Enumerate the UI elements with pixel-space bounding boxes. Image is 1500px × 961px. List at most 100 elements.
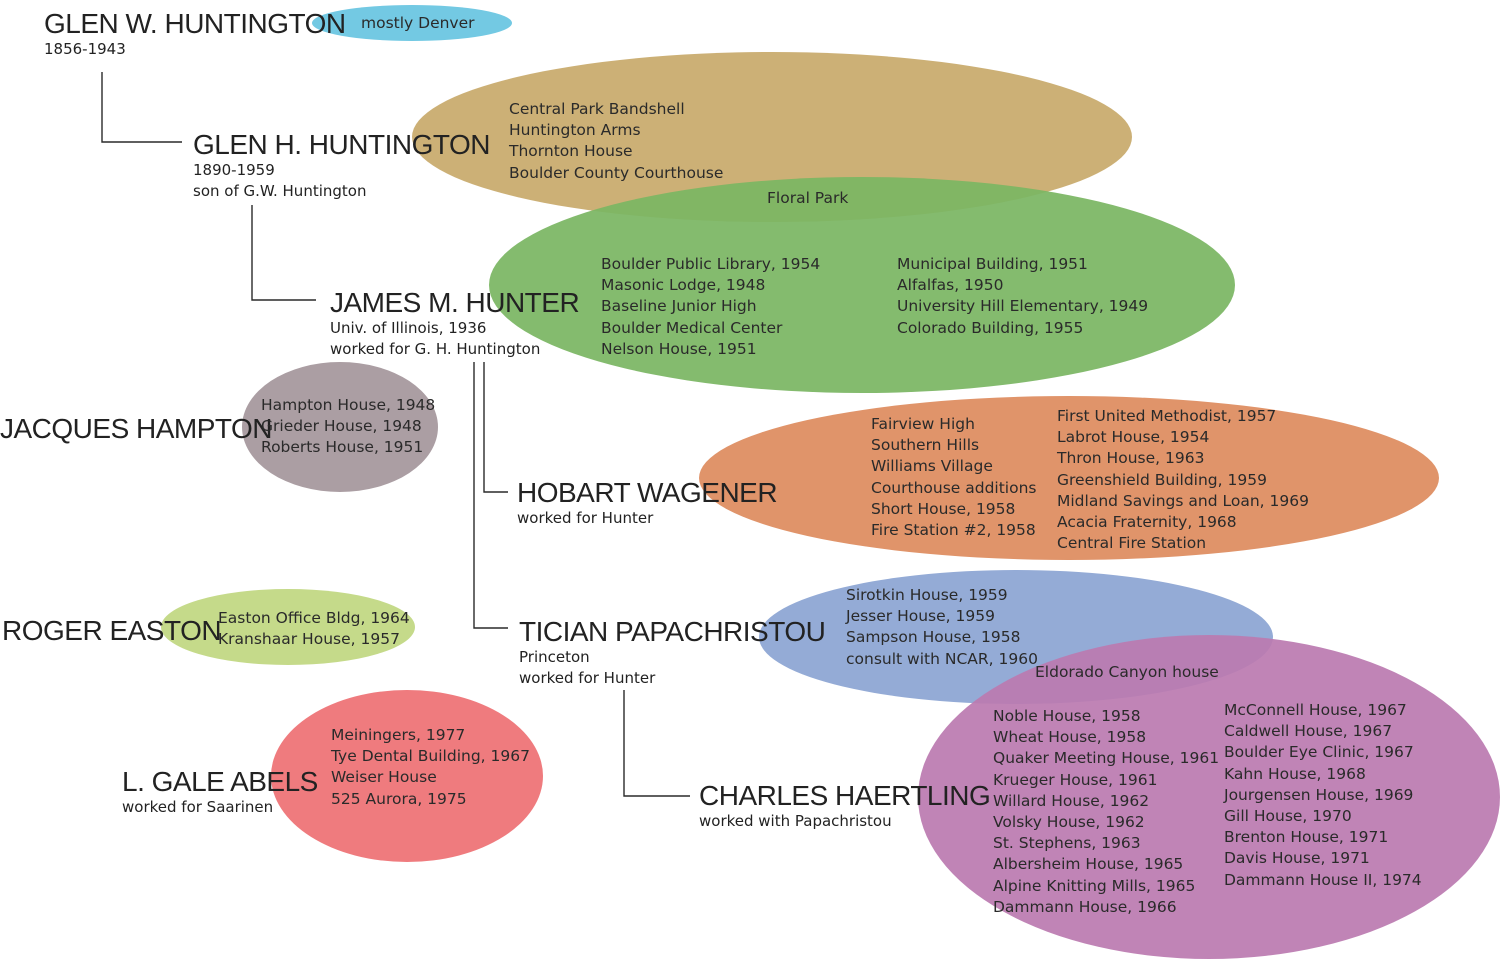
work-item: mostly Denver bbox=[361, 14, 475, 32]
work-item: Baseline Junior High bbox=[601, 297, 757, 316]
architect-hunter: JAMES M. HUNTER Univ. of Illinois, 1936 … bbox=[330, 287, 580, 360]
connector-hunter-to-papachristou bbox=[473, 362, 508, 629]
gh-huntington-works-list: Central Park Bandshell Huntington Arms T… bbox=[509, 99, 723, 184]
architect-name: L. GALE ABELS bbox=[122, 766, 318, 797]
architect-name: JACQUES HAMPTON bbox=[0, 413, 273, 444]
work-item: St. Stephens, 1963 bbox=[993, 834, 1141, 853]
work-item: Albersheim House, 1965 bbox=[993, 855, 1184, 874]
haertling-works-list-left: Noble House, 1958 Wheat House, 1958 Quak… bbox=[993, 706, 1219, 918]
work-item: Sampson House, 1958 bbox=[846, 628, 1021, 647]
architect-name: ROGER EASTON bbox=[2, 615, 222, 646]
work-item: McConnell House, 1967 bbox=[1224, 701, 1407, 719]
architect-gw-huntington: GLEN W. HUNTINGTON 1856-1943 bbox=[44, 9, 346, 60]
hunter-works-list-right: Municipal Building, 1951 Alfalfas, 1950 … bbox=[897, 254, 1148, 339]
architect-name: HOBART WAGENER bbox=[517, 477, 778, 508]
architect-details: worked with Papachristou bbox=[699, 811, 990, 832]
work-item: Grieder House, 1948 bbox=[261, 417, 422, 436]
architect-hampton: JACQUES HAMPTON bbox=[0, 413, 273, 444]
work-item: Boulder County Courthouse bbox=[509, 163, 724, 182]
connector-gw-to-gh bbox=[101, 72, 182, 143]
work-item: Masonic Lodge, 1948 bbox=[601, 276, 766, 295]
work-item: Tye Dental Building, 1967 bbox=[331, 747, 530, 766]
work-item: Krueger House, 1961 bbox=[993, 770, 1158, 789]
architect-details: 1856-1943 bbox=[44, 39, 346, 60]
gw-huntington-works-ellipse bbox=[312, 5, 512, 41]
work-item: Courthouse additions bbox=[871, 478, 1037, 497]
work-item: Meiningers, 1977 bbox=[331, 726, 466, 744]
architect-papachristou: TICIAN PAPACHRISTOU Princeton worked for… bbox=[519, 617, 826, 689]
shared-work-label: Floral Park bbox=[767, 189, 849, 207]
work-item: Kahn House, 1968 bbox=[1224, 764, 1366, 783]
connector-hunter-to-wagener bbox=[483, 362, 508, 493]
connector-gh-to-hunter bbox=[251, 205, 316, 301]
work-item: Jourgensen House, 1969 bbox=[1224, 785, 1414, 804]
work-item: Boulder Medical Center bbox=[601, 318, 783, 337]
shared-work-floral-park: Floral Park bbox=[767, 188, 848, 209]
work-item: Acacia Fraternity, 1968 bbox=[1057, 513, 1237, 532]
work-item: Thornton House bbox=[509, 142, 633, 161]
architect-details: 1890-1959 son of G.W. Huntington bbox=[193, 160, 490, 202]
architect-detail-line: worked with Papachristou bbox=[699, 812, 892, 830]
work-item: Municipal Building, 1951 bbox=[897, 255, 1088, 273]
work-item: Williams Village bbox=[871, 457, 993, 476]
work-item: Short House, 1958 bbox=[871, 499, 1016, 518]
easton-works-list: Easton Office Bldg, 1964 Kranshaar House… bbox=[218, 608, 410, 650]
work-item: Brenton House, 1971 bbox=[1224, 828, 1389, 847]
work-item: Southern Hills bbox=[871, 436, 980, 455]
wagener-works-list-left: Fairview High Southern Hills Williams Vi… bbox=[871, 414, 1037, 541]
work-item: Labrot House, 1954 bbox=[1057, 428, 1210, 447]
architect-wagener: HOBART WAGENER worked for Hunter bbox=[517, 477, 778, 529]
architect-details: worked for Saarinen bbox=[122, 797, 318, 818]
work-item: Alfalfas, 1950 bbox=[897, 276, 1004, 295]
haertling-works-list-right: McConnell House, 1967 Caldwell House, 19… bbox=[1224, 700, 1422, 891]
architect-detail-line: worked for Hunter bbox=[517, 509, 654, 527]
architect-abels: L. GALE ABELS worked for Saarinen bbox=[122, 767, 318, 818]
work-item: Sirotkin House, 1959 bbox=[846, 586, 1008, 604]
architect-name: JAMES M. HUNTER bbox=[330, 287, 580, 318]
papachristou-works-list: Sirotkin House, 1959 Jesser House, 1959 … bbox=[846, 585, 1038, 670]
work-item: consult with NCAR, 1960 bbox=[846, 649, 1038, 668]
work-item: Central Park Bandshell bbox=[509, 100, 685, 118]
work-item: Weiser House bbox=[331, 768, 437, 787]
work-item: Greenshield Building, 1959 bbox=[1057, 470, 1267, 489]
architect-gh-huntington: GLEN H. HUNTINGTON 1890-1959 son of G.W.… bbox=[193, 130, 490, 202]
work-item: Hampton House, 1948 bbox=[261, 396, 436, 414]
abels-works-ellipse bbox=[271, 690, 543, 862]
work-item: Wheat House, 1958 bbox=[993, 728, 1147, 747]
work-item: Willard House, 1962 bbox=[993, 791, 1150, 810]
architect-details: worked for Hunter bbox=[517, 508, 777, 529]
gw-huntington-works-list: mostly Denver bbox=[361, 13, 475, 34]
work-item: Thron House, 1963 bbox=[1057, 449, 1205, 468]
architect-detail-line: 1856-1943 bbox=[44, 40, 126, 58]
architect-detail-line: worked for G. H. Huntington bbox=[330, 340, 541, 358]
connector-papachristou-to-haertling bbox=[623, 690, 690, 797]
work-item: Boulder Eye Clinic, 1967 bbox=[1224, 743, 1414, 762]
gh-huntington-works-ellipse bbox=[412, 52, 1132, 222]
easton-works-ellipse bbox=[161, 589, 415, 665]
architect-detail-line: Univ. of Illinois, 1936 bbox=[330, 319, 487, 337]
work-item: University Hill Elementary, 1949 bbox=[897, 297, 1149, 316]
work-item: Gill House, 1970 bbox=[1224, 807, 1352, 826]
work-item: Easton Office Bldg, 1964 bbox=[218, 609, 410, 627]
hampton-works-list: Hampton House, 1948 Grieder House, 1948 … bbox=[261, 395, 435, 459]
work-item: Boulder Public Library, 1954 bbox=[601, 255, 821, 273]
hunter-works-list-left: Boulder Public Library, 1954 Masonic Lod… bbox=[601, 254, 820, 360]
architect-detail-line: son of G.W. Huntington bbox=[193, 182, 367, 200]
work-item: Fire Station #2, 1958 bbox=[871, 521, 1036, 540]
hunter-works-ellipse bbox=[489, 177, 1235, 393]
work-item: Jesser House, 1959 bbox=[846, 607, 995, 626]
work-item: 525 Aurora, 1975 bbox=[331, 789, 467, 808]
work-item: Volsky House, 1962 bbox=[993, 813, 1145, 832]
shared-work-label: Eldorado Canyon house bbox=[1035, 663, 1219, 681]
architect-name: GLEN W. HUNTINGTON bbox=[44, 8, 346, 39]
work-item: Alpine Knitting Mills, 1965 bbox=[993, 876, 1196, 895]
work-item: Nelson House, 1951 bbox=[601, 339, 757, 358]
architect-name: CHARLES HAERTLING bbox=[699, 780, 991, 811]
architect-easton: ROGER EASTON bbox=[2, 615, 222, 646]
work-item: Dammann House II, 1974 bbox=[1224, 870, 1422, 889]
work-item: Caldwell House, 1967 bbox=[1224, 722, 1393, 741]
architect-detail-line: Princeton bbox=[519, 648, 590, 666]
hampton-works-ellipse bbox=[242, 362, 438, 492]
architect-detail-line: worked for Saarinen bbox=[122, 798, 274, 816]
